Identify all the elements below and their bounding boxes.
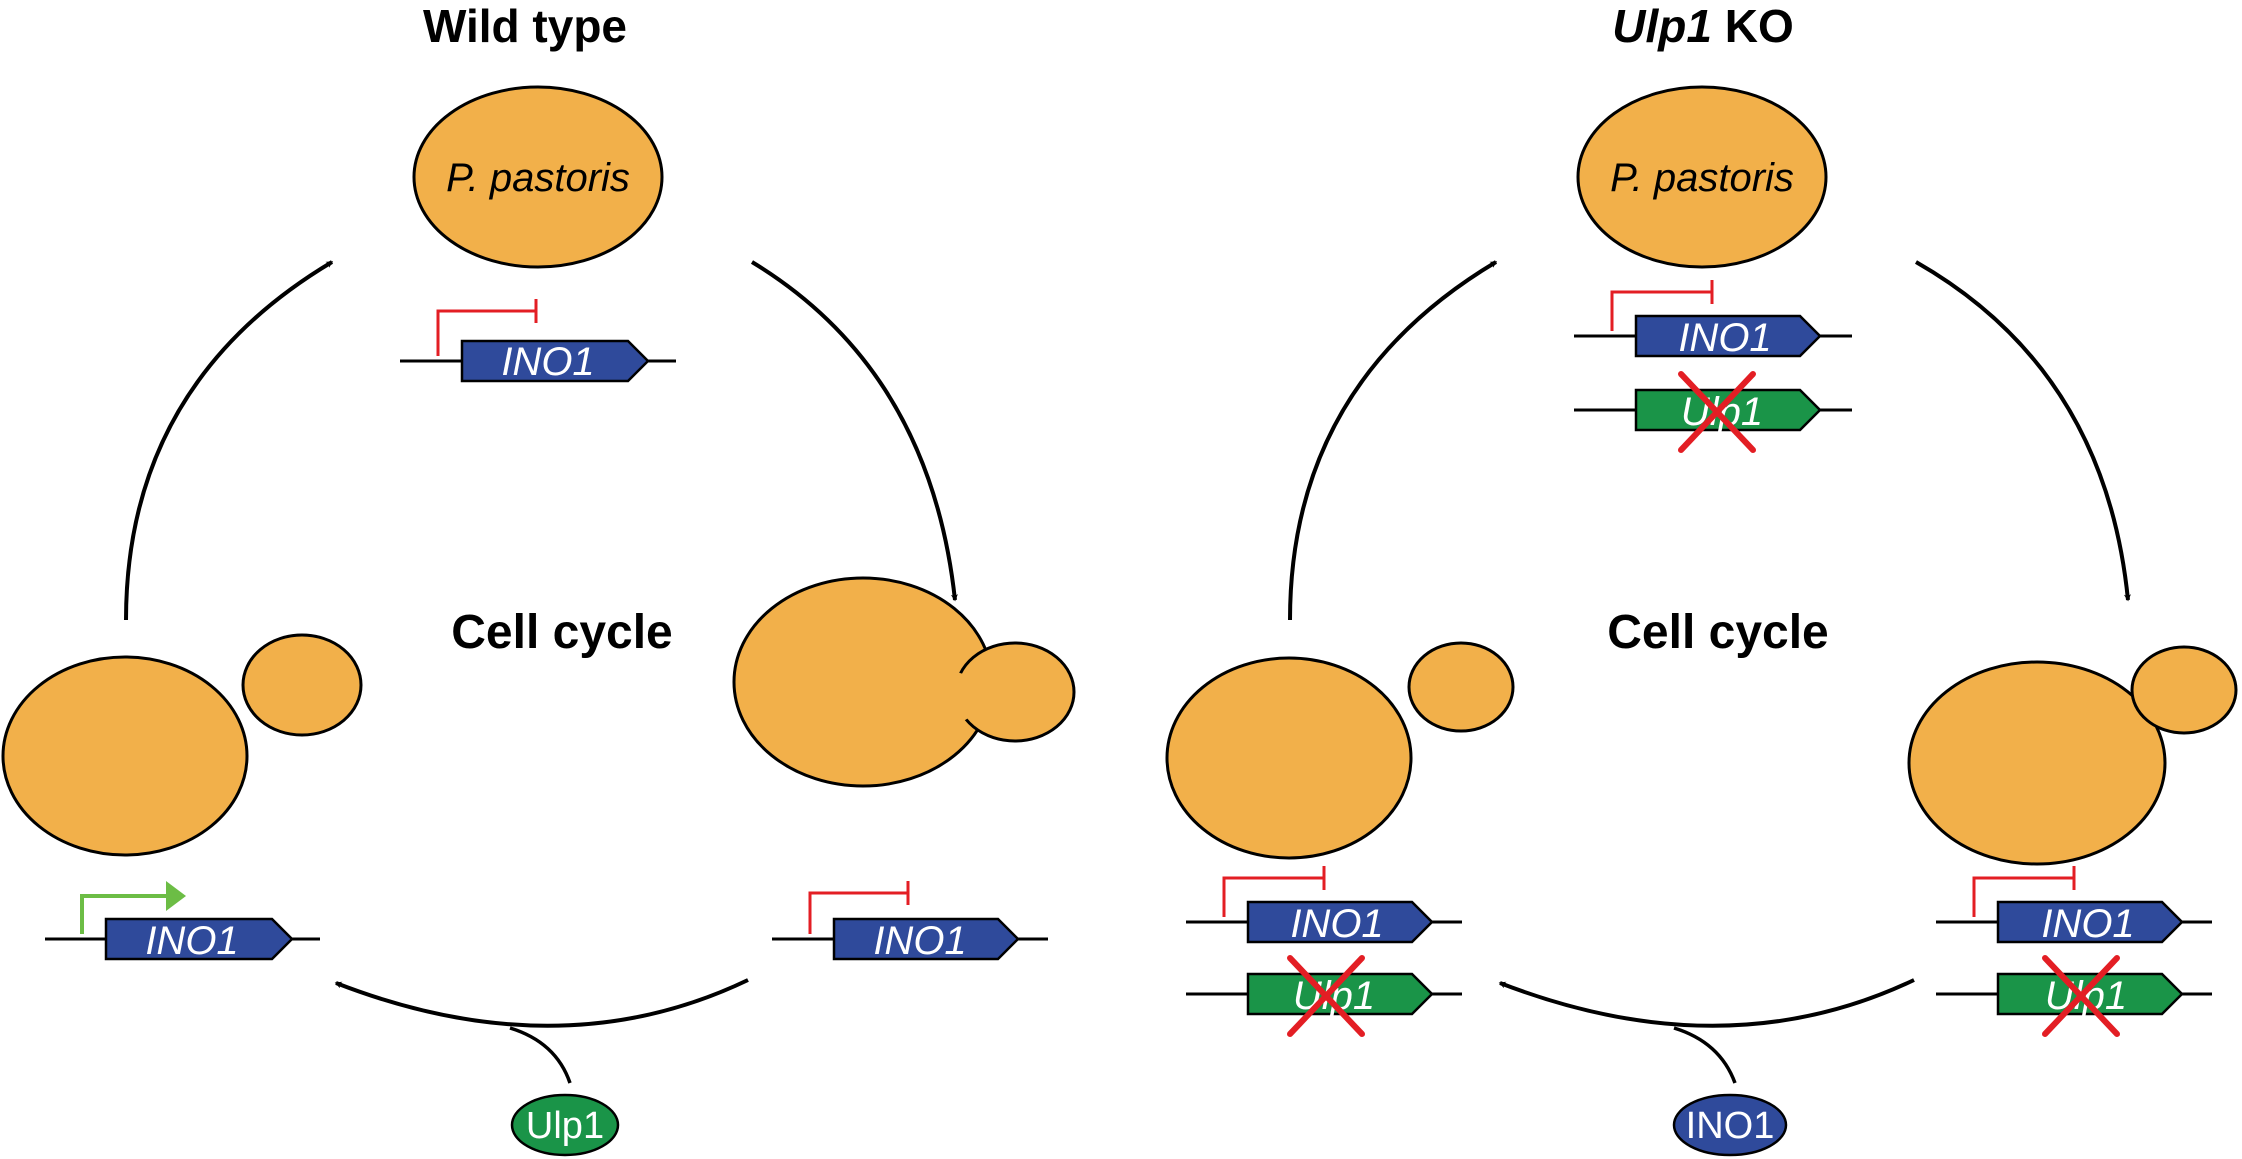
cycle-arrow-top-to-right [1915,260,2131,602]
ino1-gene-box [1634,314,1822,358]
ino1-gene-label: INO1 [501,340,594,384]
ino1-gene-box [460,339,650,383]
cycle-arrow-top-to-right [750,260,958,602]
ulp1-ko-title-gene: Ulp1 [1612,0,1712,52]
ino1-gene-left: INO1 [1186,866,1462,946]
ulp1-ko-panel: Ulp1 KO P. pastoris INO1 Ulp1 Cell cycle [1165,0,2238,1157]
ino1-protein [1672,1093,1788,1157]
ino1-gene-label: INO1 [1290,902,1383,946]
ulp1-gene-right-knockout: Ulp1 [1936,955,2212,1037]
repression-arrow [1610,290,1712,331]
activation-arrow [80,894,168,934]
ulp1-gene-label: Ulp1 [1681,390,1763,434]
cell-cycle-label: Cell cycle [451,606,672,659]
ulp1-protein [510,1093,620,1157]
wild-type-panel: Wild type P. pastoris INO1 Cell cycle [1,0,1076,1157]
ino1-gene-box [832,917,1020,961]
knockout-cross-stroke [1287,955,1365,1037]
ino1-gene-label: INO1 [2041,902,2134,946]
pichia-cell-label: P. pastoris [1610,156,1794,200]
repression-arrow [1972,876,2074,917]
regulator-connector [1673,1026,1737,1084]
ulp1-gene-box [1634,388,1822,432]
ulp1-gene-left-knockout: Ulp1 [1186,955,1462,1037]
ino1-gene-left: INO1 [45,881,320,963]
cycle-arrow-right-to-left [334,978,749,1028]
daughter-cell [1407,641,1515,733]
ulp1-gene-box [1246,972,1434,1016]
ino1-protein-label: INO1 [1686,1105,1775,1147]
ulp1-gene-label: Ulp1 [1293,974,1375,1018]
pichia-cell-top [412,85,664,269]
ino1-gene-top: INO1 [1574,280,1852,360]
wild-type-title: Wild type [423,0,627,52]
cell-cycle-label: Cell cycle [1607,606,1828,659]
ino1-gene-box [1996,900,2184,944]
bud-cell [954,641,1076,743]
ulp1-protein-label: Ulp1 [526,1105,604,1147]
budding-cell-right [1907,645,2238,866]
ino1-gene-right: INO1 [772,881,1048,963]
dividing-cells-left [1,633,363,857]
ulp1-gene-top-knockout: Ulp1 [1574,371,1852,453]
daughter-cell [241,633,363,737]
ino1-gene-box [1246,900,1434,944]
ulp1-ko-title-suffix: KO [1712,0,1794,52]
cycle-arrow-left-to-top [1288,260,1498,621]
pichia-cell-top [1576,85,1828,269]
ino1-gene-label: INO1 [145,919,238,963]
repression-arrow [1222,876,1324,917]
ino1-gene-box [104,917,294,961]
regulator-connector [509,1026,572,1084]
dividing-cells-left [1165,641,1515,860]
mother-cell [1907,660,2167,866]
ulp1-ko-title: Ulp1 KO [1612,0,1793,52]
repression-arrow [808,891,908,934]
ino1-gene-top: INO1 [400,299,676,384]
budding-cell-right [732,576,1076,788]
ino1-gene-label: INO1 [1678,316,1771,360]
ulp1-gene-box [1996,972,2184,1016]
ino1-gene-right: INO1 [1936,866,2212,946]
knockout-cross-stroke [2042,955,2120,1037]
knockout-cross-stroke [1678,371,1756,453]
pichia-cell-label: P. pastoris [446,156,630,200]
cycle-arrow-right-to-left [1498,978,1915,1028]
cycle-arrow-left-to-top [124,260,334,621]
mother-cell [1,655,249,857]
ulp1-gene-label: Ulp1 [2045,974,2127,1018]
repression-arrow [436,309,536,356]
bud-cell [2130,645,2238,735]
activation-arrowhead [166,881,186,911]
ino1-gene-label: INO1 [873,919,966,963]
mother-cell [1165,656,1413,860]
